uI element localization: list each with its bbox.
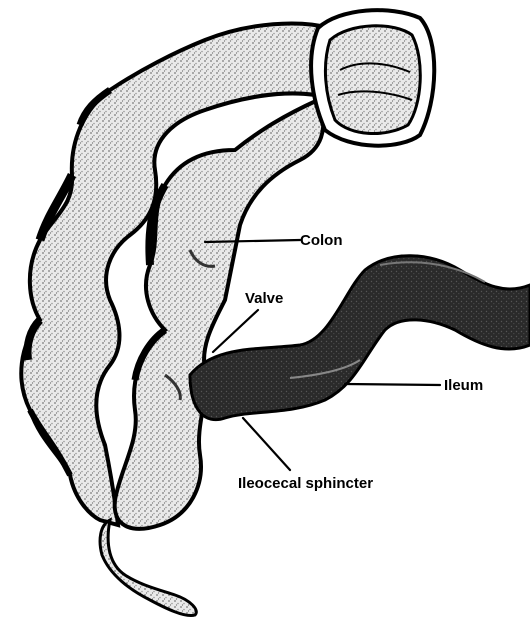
- appendix: [100, 520, 196, 616]
- sphincter-leader: [243, 418, 290, 470]
- ileum-label: Ileum: [444, 377, 483, 394]
- valve-label: Valve: [245, 290, 283, 307]
- sphincter-label: Ileocecal sphincter: [238, 475, 373, 492]
- valve-leader: [213, 310, 258, 352]
- ileum: [190, 256, 530, 420]
- ileum-leader: [345, 384, 440, 385]
- colon-cut-end: [311, 10, 434, 146]
- colon-label: Colon: [300, 232, 343, 249]
